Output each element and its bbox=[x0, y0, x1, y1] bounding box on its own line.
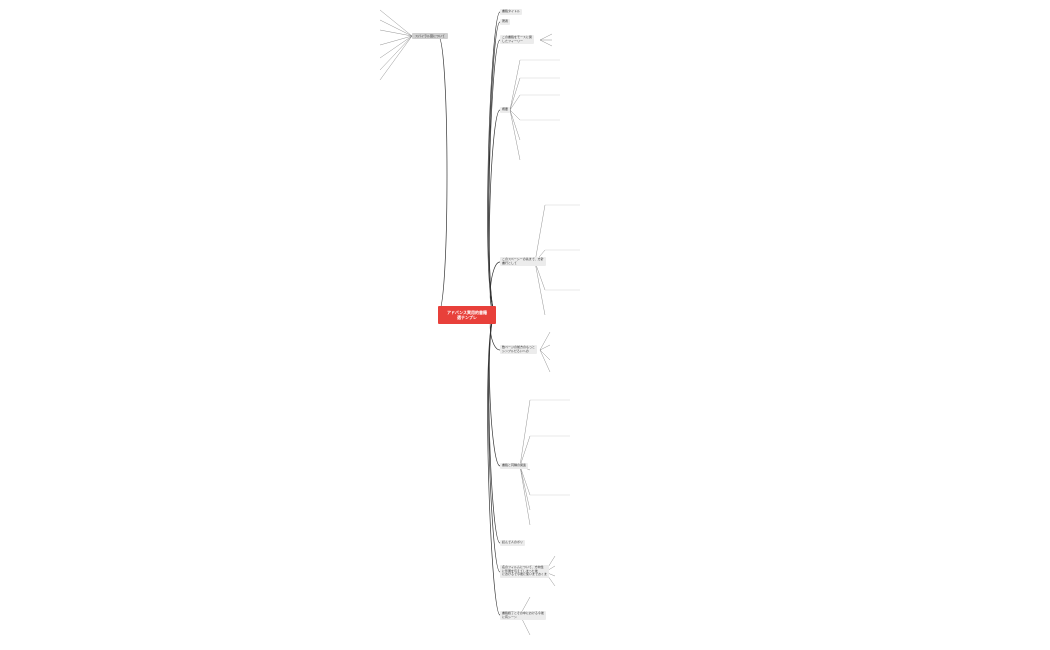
branch-related[interactable]: 書籍と同種の関連 bbox=[500, 463, 529, 469]
branch-film[interactable]: 名のフィルムについて、方向性 に影響を与えてしまった後 におけるで今後に使いまで… bbox=[500, 565, 550, 578]
root-title: アドバンス実用的書籍 選テンプレ bbox=[446, 310, 488, 320]
branch-author[interactable]: 著者 bbox=[500, 19, 511, 25]
branch-feeling[interactable]: この書籍をモースに関 したフィーリー bbox=[500, 35, 534, 45]
branch-pages[interactable]: 数ページの前方のもっと シンプルだろいへの bbox=[500, 345, 537, 355]
root-topic[interactable]: アドバンス実用的書籍 選テンプレ bbox=[438, 306, 496, 324]
branch-overview[interactable]: 概要 bbox=[500, 107, 511, 113]
branch-space[interactable]: このスペーシーの先まで、方針 書行として bbox=[500, 257, 546, 267]
branch-ending[interactable]: 書籍終了とその中における今後 に有シーン bbox=[500, 611, 546, 621]
branch-book-title[interactable]: 書籍タイトル bbox=[500, 9, 523, 15]
branch-readers[interactable]: 読んで人のボリ bbox=[500, 540, 525, 546]
left-summary-label[interactable]: スパイラル図について bbox=[412, 33, 448, 39]
